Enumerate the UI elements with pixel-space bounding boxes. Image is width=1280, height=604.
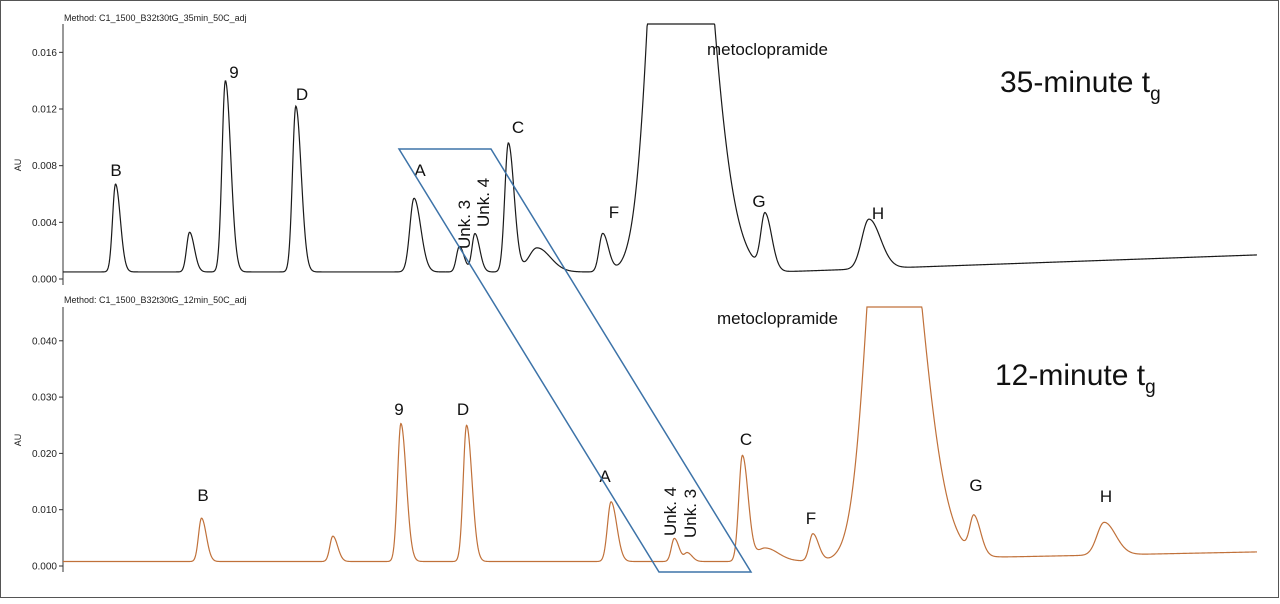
peak-label-g: G <box>752 192 765 211</box>
panel2-peak-labels: B 9 D A Unk. 4 Unk. 3 C F G H <box>197 400 1112 538</box>
peak-label-b: B <box>197 486 208 505</box>
y-tick-label: 0.000 <box>32 275 57 286</box>
peak-label-h: H <box>1100 487 1112 506</box>
panel2-compound-label: metoclopramide <box>717 309 838 328</box>
y-tick-label: 0.020 <box>32 449 57 460</box>
peak-label-d: D <box>457 400 469 419</box>
peak-label-unk4: Unk. 4 <box>661 487 680 536</box>
peak-label-d: D <box>296 85 308 104</box>
panel-35-minute: Method: C1_1500_B32t30tG_35min_50C_adj A… <box>13 13 1258 286</box>
peak-label-b: B <box>110 161 121 180</box>
panel2-trace <box>63 306 1258 563</box>
panel1-method-text: Method: C1_1500_B32t30tG_35min_50C_adj <box>64 13 247 23</box>
peak-label-9: 9 <box>229 63 238 82</box>
peak-label-unk3: Unk. 3 <box>455 200 474 249</box>
unknown-peaks-highlight-box <box>397 148 753 573</box>
panel2-run-title: 12-minute tg <box>995 359 1156 398</box>
panel1-y-ticks: 0.016 0.012 0.008 0.004 0.000 <box>32 48 63 286</box>
peak-label-h: H <box>872 204 884 223</box>
panel-12-minute: Method: C1_1500_B32t30tG_12min_50C_adj A… <box>13 295 1258 573</box>
panel1-peak-labels: B 9 D A Unk. 3 Unk. 4 C F G H <box>110 63 884 249</box>
peak-label-a: A <box>599 467 611 486</box>
peak-label-a: A <box>414 161 426 180</box>
peak-label-c: C <box>512 118 524 137</box>
panel2-y-axis-label: AU <box>13 434 23 447</box>
y-tick-label: 0.010 <box>32 505 57 516</box>
panel1-trace <box>63 23 1258 273</box>
peak-label-g: G <box>969 476 982 495</box>
peak-label-c: C <box>740 430 752 449</box>
panel1-run-title: 35-minute tg <box>1000 66 1161 105</box>
y-tick-label: 0.030 <box>32 393 57 404</box>
y-tick-label: 0.040 <box>32 336 57 347</box>
peak-label-f: F <box>609 203 619 222</box>
y-tick-label: 0.012 <box>32 105 57 116</box>
peak-label-f: F <box>806 509 816 528</box>
panel2-method-text: Method: C1_1500_B32t30tG_12min_50C_adj <box>64 295 247 305</box>
y-tick-label: 0.000 <box>32 562 57 573</box>
y-tick-label: 0.008 <box>32 161 57 172</box>
peak-label-unk3: Unk. 3 <box>681 489 700 538</box>
y-tick-label: 0.004 <box>32 218 57 229</box>
peak-label-unk4: Unk. 4 <box>474 178 493 227</box>
y-tick-label: 0.016 <box>32 48 57 59</box>
panel2-y-ticks: 0.040 0.030 0.020 0.010 0.000 <box>32 336 63 573</box>
peak-label-9: 9 <box>394 400 403 419</box>
panel1-y-axis-label: AU <box>13 159 23 172</box>
panel1-compound-label: metoclopramide <box>707 40 828 59</box>
